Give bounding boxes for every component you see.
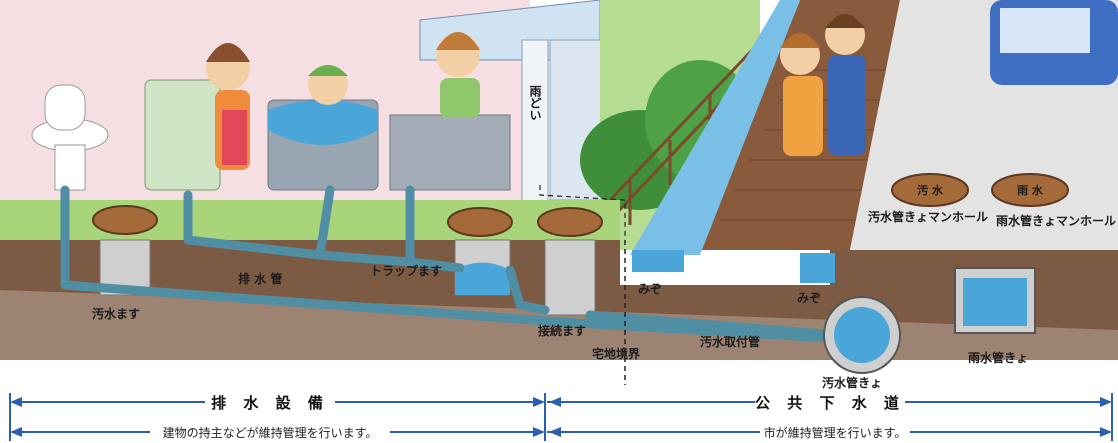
label-connection-box: 接続ます	[538, 323, 586, 338]
label-ditch-2: みぞ	[797, 291, 821, 305]
label-storm-main: 雨水管きょ	[968, 350, 1028, 365]
drain-pipes	[60, 185, 840, 343]
label-sewer-main: 汚水管きょ	[822, 375, 882, 390]
label-sewage-manhole: 汚水管きょマンホール	[868, 209, 988, 224]
manhole-cover	[537, 207, 603, 237]
label-storm-manhole: 雨水管きょマンホール	[996, 213, 1116, 228]
ditch-water	[630, 0, 800, 255]
label-sewage-box: 汚水ます	[92, 306, 140, 321]
private-range-title: 排 水 設 備	[211, 394, 329, 412]
manhole-sewage-text: 汚 水	[917, 183, 944, 197]
rain-gutter	[521, 39, 549, 206]
label-rain-gutter: 雨どい	[528, 85, 542, 121]
label-trap-box: トラップます	[370, 263, 442, 278]
washing-machine	[144, 79, 221, 191]
range-private: 排 水 設 備 建物の持主などが維持管理を行います。	[9, 392, 545, 441]
private-range-desc: 建物の持主などが維持管理を行います。	[163, 425, 378, 440]
manhole-storm-text: 雨 水	[1017, 183, 1044, 197]
label-drain-pipe: 排 水 管	[238, 271, 282, 286]
couple-walking	[780, 14, 866, 156]
sewage-manhole-cover	[891, 173, 969, 207]
public-range-desc: 市が維持管理を行います。	[764, 425, 907, 440]
label-property-boundary: 宅地境界	[592, 346, 640, 361]
person-woman-laundry	[206, 43, 250, 170]
label-lateral-pipe: 汚水取付管	[700, 334, 760, 349]
toilet	[31, 84, 109, 191]
label-ditch-1: みぞ	[638, 282, 662, 296]
person-woman-dishes	[436, 32, 480, 118]
manhole-cover	[92, 205, 158, 235]
connection-box	[544, 239, 596, 316]
storm-manhole-cover	[991, 173, 1069, 207]
public-range-title: 公 共 下 水 道	[755, 394, 905, 412]
kitchen-sink	[389, 114, 511, 191]
person-child-bathing	[308, 65, 348, 105]
manhole-cover	[447, 207, 513, 237]
range-public: 公 共 下 水 道 市が維持管理を行います。	[544, 392, 1113, 441]
